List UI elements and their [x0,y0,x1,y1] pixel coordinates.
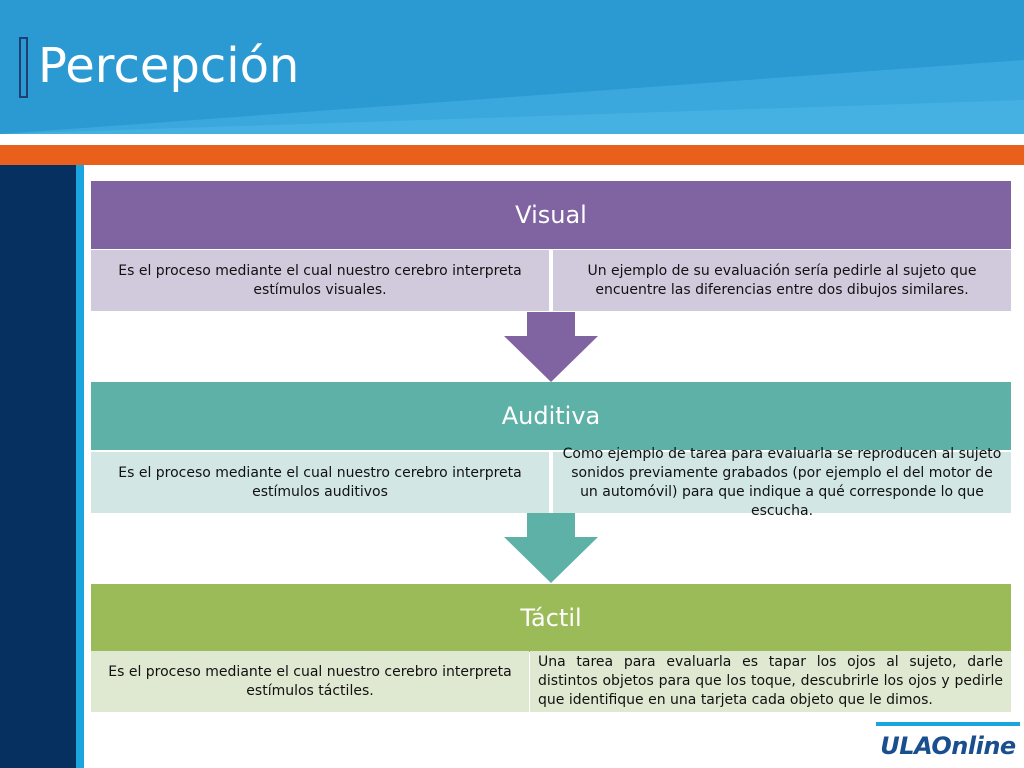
visual-definition: Es el proceso mediante el cual nuestro c… [91,250,549,311]
title-accent-bar [19,37,28,98]
orange-band [0,145,1024,165]
logo-text: ULAOnline [880,732,1016,760]
slide-title: Percepción [38,38,300,94]
auditiva-definition: Es el proceso mediante el cual nuestro c… [91,452,549,513]
tactil-example: Una tarea para evaluarla es tapar los oj… [530,651,1011,712]
tactil-definition: Es el proceso mediante el cual nuestro c… [91,651,529,712]
auditiva-example: Como ejemplo de tarea para evaluarla se … [553,446,1011,519]
left-cyan-strip [76,165,84,768]
ula-online-logo: ULAOnline [876,722,1020,766]
arrow-down-icon [504,312,598,382]
title-header: Percepción [0,0,1024,134]
header-sheen [0,60,1024,134]
arrow-down-icon [504,513,598,583]
left-navy-strip [0,165,76,768]
visual-header: Visual [91,181,1011,249]
visual-example: Un ejemplo de su evaluación sería pedirl… [553,250,1011,311]
auditiva-header: Auditiva [91,382,1011,450]
tactil-header: Táctil [91,584,1011,652]
